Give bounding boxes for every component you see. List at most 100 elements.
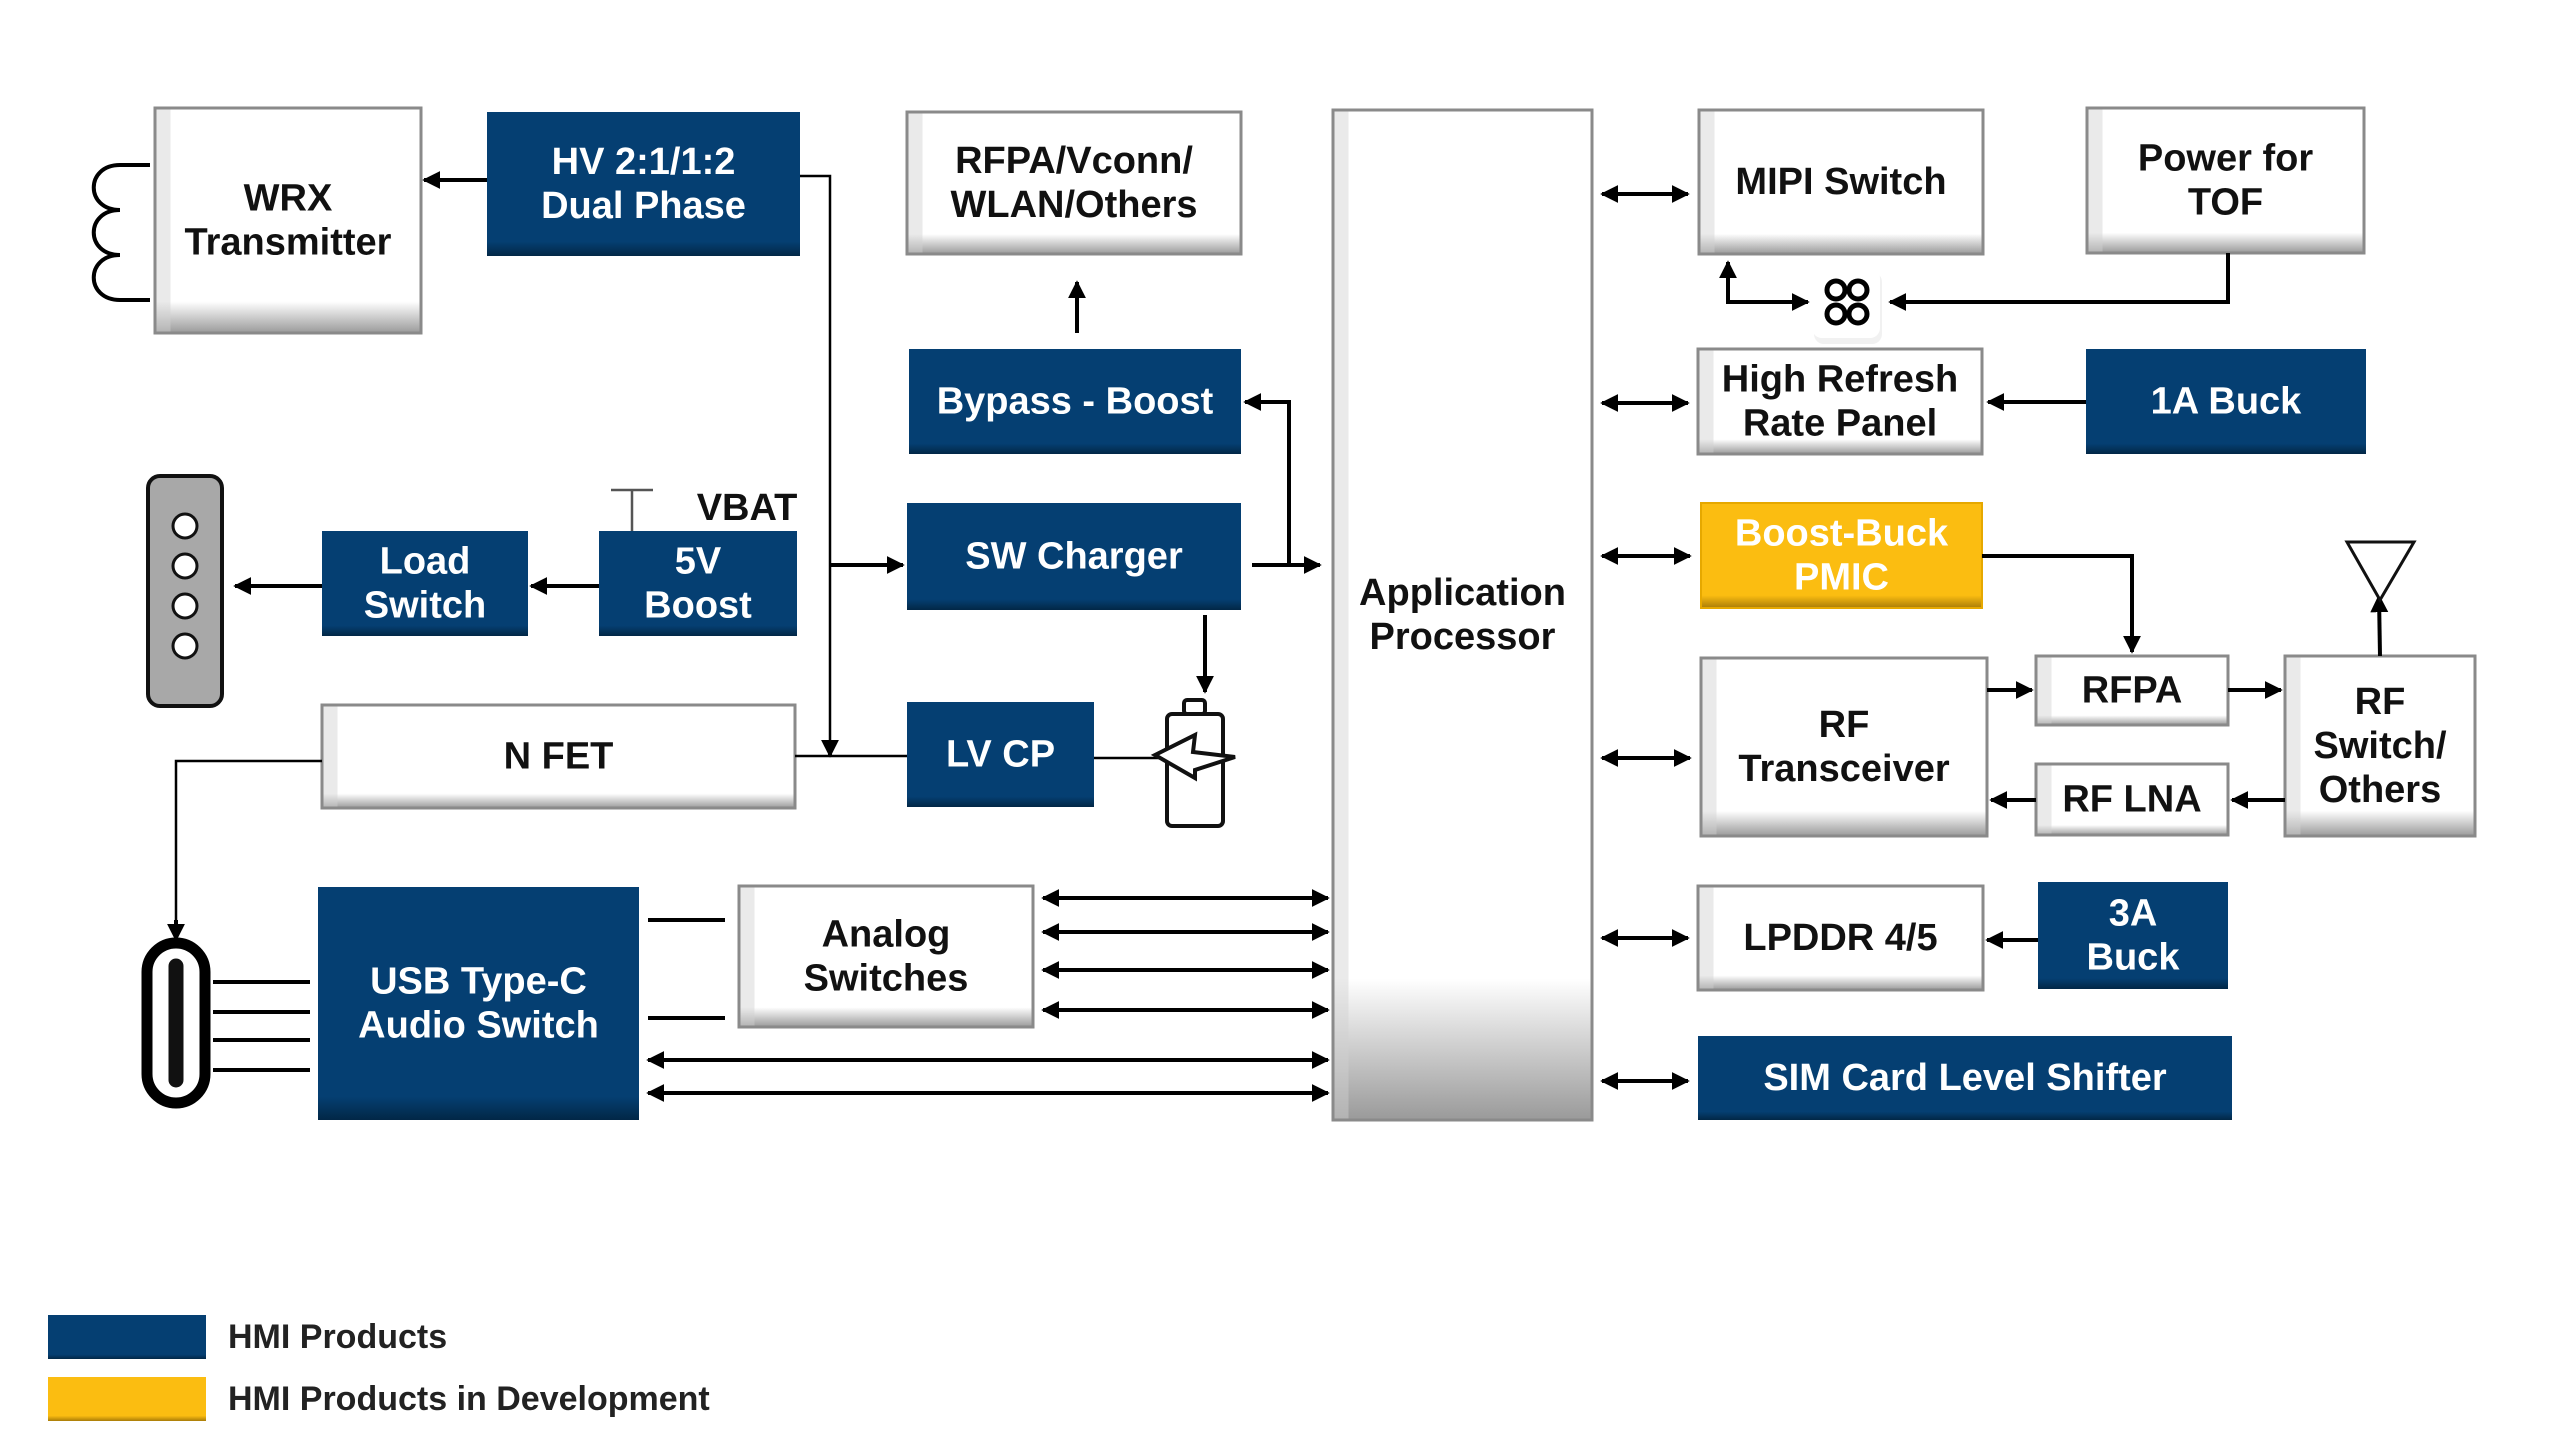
- block-label: MIPI Switch: [1735, 161, 1946, 203]
- block-shade: [1334, 111, 1349, 1119]
- block-shade: [1700, 111, 1715, 253]
- block-box: [1697, 108, 1985, 256]
- block-label: 3A: [2109, 893, 2158, 935]
- block-label: TOF: [2188, 182, 2263, 224]
- block-label: Buck: [2087, 937, 2181, 979]
- block-shade: [156, 109, 171, 332]
- block-label: LV CP: [946, 734, 1055, 776]
- legend-swatch-hmi-products: [48, 1315, 206, 1359]
- wires: [167, 171, 2389, 1102]
- block-shade: [2037, 657, 2052, 724]
- block-label: Transmitter: [185, 222, 392, 264]
- block-label: WRX: [244, 178, 333, 220]
- antenna-icon: [2344, 540, 2417, 603]
- block-box: [2034, 654, 2230, 727]
- block-box: [487, 112, 800, 256]
- block-label: HV 2:1/1:2: [552, 141, 736, 183]
- legend-label-hmi-in-development: HMI Products in Development: [228, 1380, 710, 1418]
- inductor-coil-icon: [91, 163, 150, 302]
- wire-pmic-to-rfpa: [1982, 554, 2141, 654]
- block-box: [153, 106, 423, 335]
- block-label: Switch: [364, 585, 486, 627]
- block-rflna: RF LNA: [2034, 762, 2230, 837]
- block-box: [599, 531, 797, 636]
- block-label: High Refresh: [1722, 359, 1958, 401]
- block-label: Audio Switch: [358, 1005, 599, 1047]
- block-box: [737, 884, 1035, 1029]
- block-label: 1A Buck: [2151, 381, 2303, 423]
- wire-rfsw-to-antenna: [2370, 594, 2389, 657]
- wire-charger-to-bypass: [1243, 393, 1291, 565]
- block-box: [909, 349, 1241, 454]
- block-label: Switches: [804, 958, 969, 1000]
- block-box: [907, 503, 1241, 610]
- block-label: RFPA/Vconn/: [955, 140, 1193, 182]
- block-label: PMIC: [1794, 557, 1889, 599]
- wire-nfet-to-usb: [174, 759, 322, 940]
- block-label: Switch/: [2313, 725, 2446, 767]
- block-label: Others: [2319, 769, 2441, 811]
- block-mipi: MIPI Switch: [1697, 108, 1985, 256]
- block-box: [907, 702, 1094, 807]
- block-label: Boost-Buck: [1735, 513, 1949, 555]
- block-box: [2038, 882, 2228, 989]
- block-lvcp: LV CP: [907, 702, 1094, 807]
- block-box: [2283, 654, 2477, 838]
- block-label: LPDDR 4/5: [1743, 917, 1937, 959]
- wire-hv-bus: [800, 174, 832, 756]
- block-label: Processor: [1370, 616, 1556, 658]
- block-buck1a: 1A Buck: [2086, 349, 2366, 454]
- block-box: [905, 110, 1243, 256]
- block-label: RF: [1819, 704, 1870, 746]
- block-lpddr: LPDDR 4/5: [1696, 884, 1985, 992]
- legend-label-hmi-products: HMI Products: [228, 1318, 447, 1356]
- block-bypass: Bypass - Boost: [909, 349, 1241, 454]
- block-box: [2034, 762, 2230, 837]
- block-label: Application: [1359, 572, 1566, 614]
- sd-card-slot-icon: [146, 474, 224, 708]
- vbat-terminal-icon: [611, 488, 653, 531]
- block-label: Analog: [822, 914, 951, 956]
- block-box: [2086, 349, 2366, 454]
- wire-tof-to-camera: [1888, 253, 2230, 311]
- block-label: Rate Panel: [1743, 403, 1937, 445]
- block-label: Boost: [644, 585, 752, 627]
- block-box: [1331, 108, 1594, 1122]
- legend: HMI Products HMI Products in Development: [48, 1315, 710, 1421]
- block-label: Transceiver: [1738, 748, 1949, 790]
- block-box: [1698, 1036, 2232, 1120]
- camera-sensor-icon: [1812, 268, 1882, 344]
- block-label: Dual Phase: [541, 185, 746, 227]
- block-label: RF LNA: [2062, 779, 2201, 821]
- block-shade: [1702, 659, 1717, 835]
- block-label: N FET: [504, 736, 614, 778]
- block-label: Power for: [2138, 138, 2313, 180]
- block-label: SW Charger: [965, 536, 1183, 578]
- block-label: RF: [2355, 681, 2406, 723]
- block-label: Bypass - Boost: [937, 381, 1214, 423]
- block-label: Load: [380, 541, 471, 583]
- block-shade: [1699, 887, 1714, 989]
- vbat-label: VBAT: [697, 487, 798, 529]
- block-label: USB Type-C: [370, 961, 587, 1003]
- block-shade: [2037, 765, 2052, 834]
- block-box: [1700, 502, 1983, 609]
- block-charger: SW Charger: [907, 503, 1241, 610]
- block-shade: [1699, 350, 1714, 453]
- block-box: [1699, 656, 1989, 838]
- block-rfpa: RFPA: [2034, 654, 2230, 727]
- block-rfpa-vconn: RFPA/Vconn/WLAN/Others: [905, 110, 1243, 256]
- legend-swatch-hmi-in-development: [48, 1377, 206, 1421]
- block-shade: [2088, 109, 2103, 252]
